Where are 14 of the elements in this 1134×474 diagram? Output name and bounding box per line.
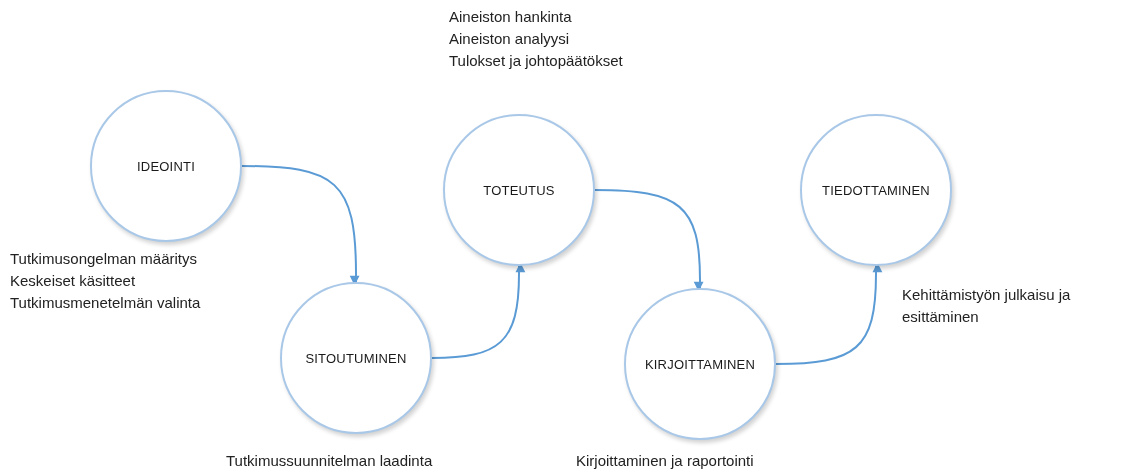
stage-note: Kehittämistyön julkaisu ja esittäminen (902, 285, 1072, 327)
stage-title: KIRJOITTAMINEN (644, 356, 756, 372)
stage-note: Tulokset ja johtopäätökset (449, 51, 624, 71)
stage-title: IDEOINTI (137, 158, 195, 174)
stage-title: TOTEUTUS (483, 182, 555, 198)
stage-note: Tutkimusmenetelmän valinta (10, 293, 202, 313)
stage-title: SITOUTUMINEN (305, 350, 407, 366)
stage-note: Aineiston analyysi (449, 29, 571, 49)
stage-note: Kirjoittaminen ja raportointi (576, 451, 755, 471)
stage-note: Keskeiset käsitteet (10, 271, 137, 291)
stage-note: Tutkimusongelman määritys (10, 249, 198, 269)
stage-note: Tutkimussuunnitelman laadinta (226, 451, 434, 471)
stage-title: TIEDOTTAMINEN (822, 182, 930, 198)
stage-note: Aineiston hankinta (449, 7, 573, 27)
